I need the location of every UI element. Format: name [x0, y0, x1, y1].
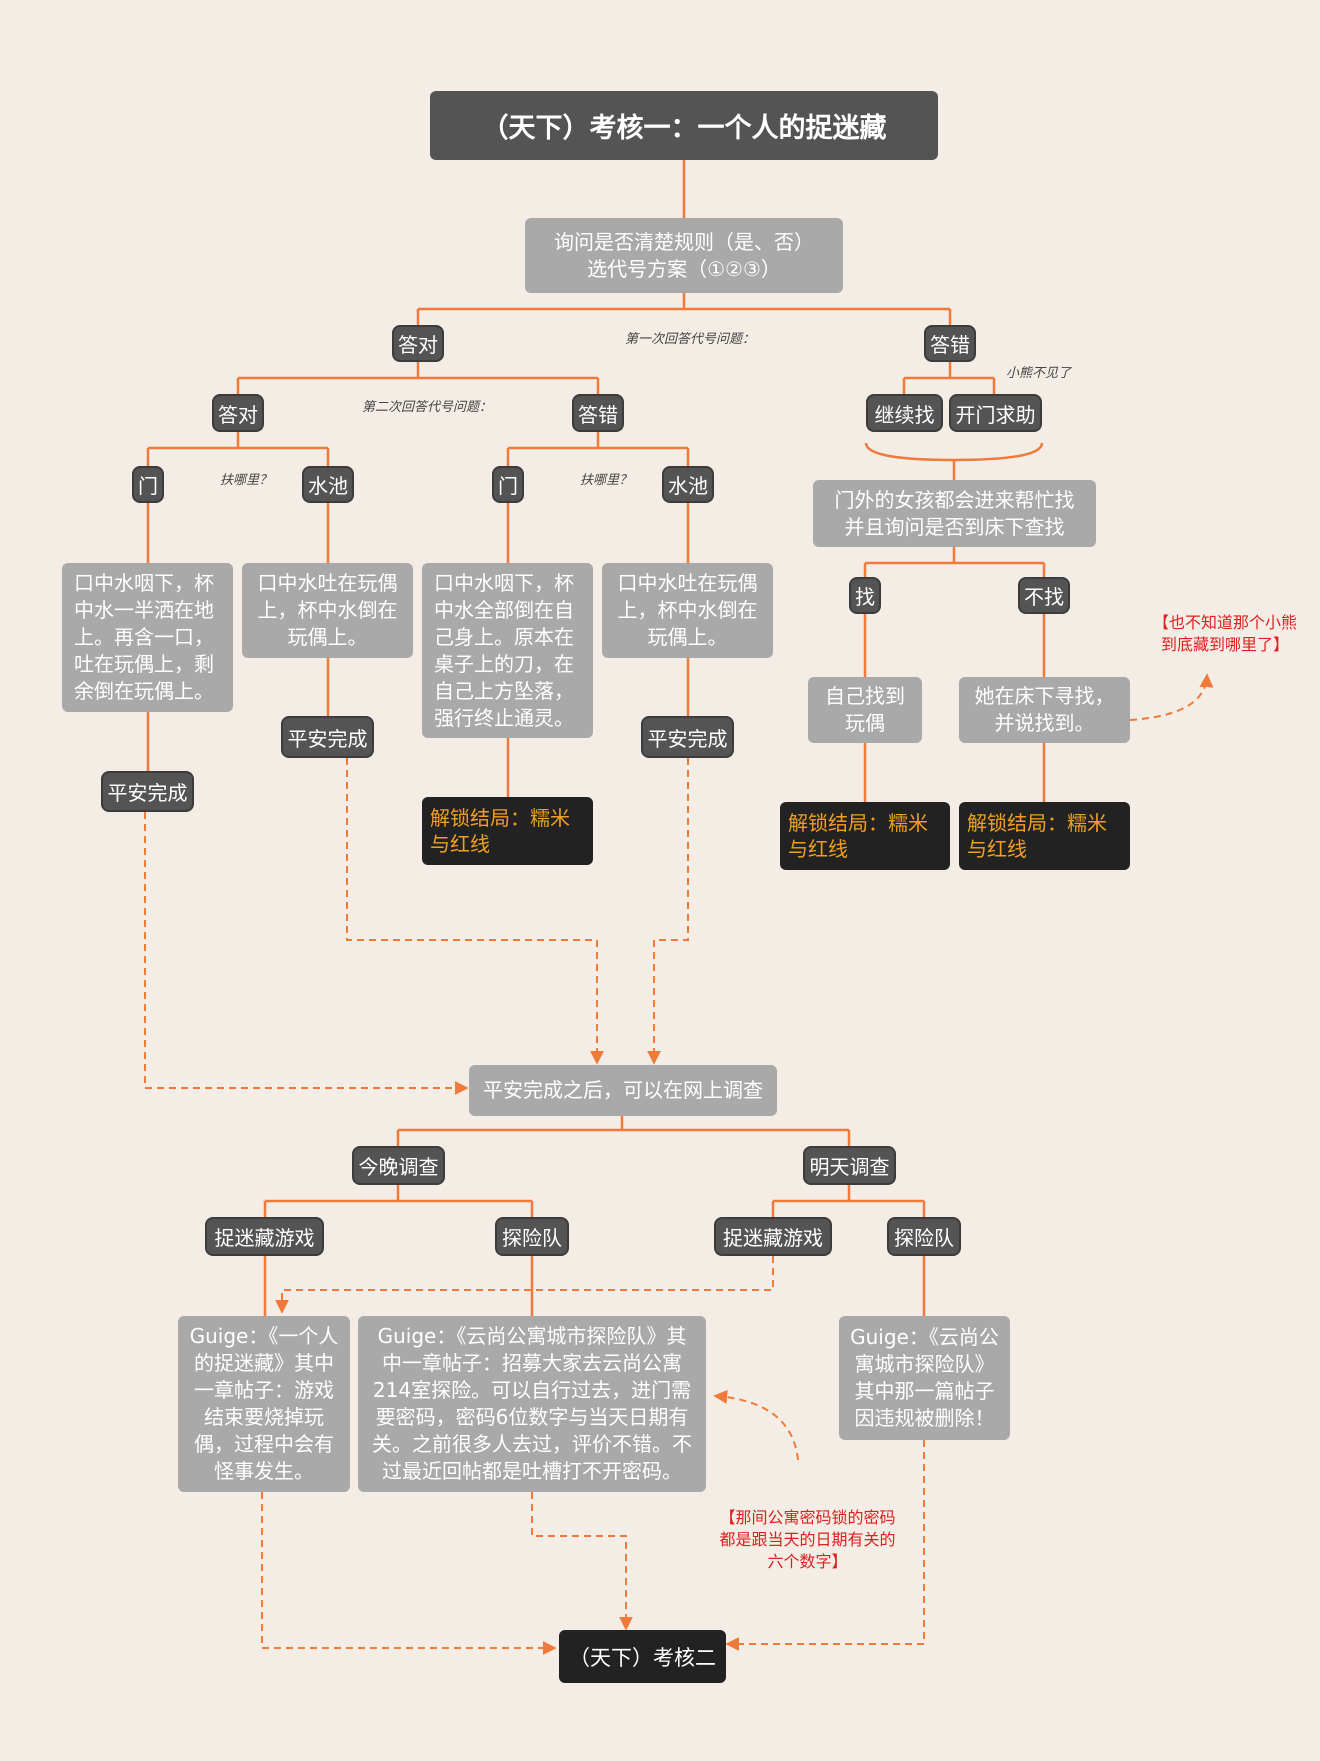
guide-post-node-1: Guige：《一个人的捉迷藏》其中一章帖子：游戏结束要烧掉玩偶，过程中会有怪事发… [178, 1316, 350, 1492]
first-answer-note: 第一次回答代号问题： [625, 332, 756, 347]
page-title: （天下）考核一：一个人的捉迷藏 [430, 91, 938, 160]
search-node: 找 [849, 577, 881, 614]
explore-team-node-2: 探险队 [887, 1217, 961, 1256]
unlock-ending-node-1: 解锁结局：糯米与红线 [422, 797, 593, 865]
bear-hidden-remark: 【也不知道那个小熊 到底藏到哪里了】 [1152, 613, 1297, 654]
second-answer-note: 第二次回答代号问题： [362, 400, 493, 415]
door-node-1: 门 [132, 466, 164, 503]
unlock-ending-node-2: 解锁结局：糯米与红线 [780, 802, 950, 870]
bear-missing-note: 小熊不见了 [1006, 366, 1072, 381]
hide-seek-game-node-1: 捉迷藏游戏 [205, 1217, 324, 1256]
guide-post-node-3: Guige：《云尚公寓城市探险队》其中那一篇帖子因违规被删除！ [839, 1316, 1010, 1440]
safe-complete-node-1: 平安完成 [101, 771, 194, 812]
answer1-right-node: 答对 [392, 325, 444, 362]
answer2-right-node: 答对 [212, 394, 264, 432]
final-assessment-node: （天下）考核二 [559, 1630, 726, 1683]
hide-seek-game-node-2: 捉迷藏游戏 [714, 1217, 832, 1256]
safe-complete-node-2: 平安完成 [281, 716, 374, 758]
explore-team-node-1: 探险队 [495, 1217, 569, 1256]
answer1-wrong-node: 答错 [924, 325, 976, 362]
safe-complete-node-3: 平安完成 [641, 716, 734, 758]
where-note-1: 扶哪里？ [220, 473, 273, 488]
she-found-node: 她在床下寻找， 并说找到。 [959, 677, 1130, 743]
after-safe-node: 平安完成之后，可以在网上调查 [469, 1065, 777, 1116]
ask-rules-node: 询问是否清楚规则（是、否） 选代号方案（①②③） [525, 218, 843, 293]
password-hint-remark: 【那间公寓密码锁的密码 都是跟当天的日期有关的 六个数字】 [719, 1508, 896, 1571]
where-note-2: 扶哪里？ [580, 473, 633, 488]
unlock-ending-node-3: 解锁结局：糯米与红线 [959, 802, 1130, 870]
outcome-pool-1-node: 口中水吐在玩偶上，杯中水倒在玩偶上。 [242, 563, 413, 658]
door-node-2: 门 [492, 466, 524, 503]
investigate-tomorrow-node: 明天调查 [803, 1146, 896, 1185]
answer2-wrong-node: 答错 [572, 394, 624, 432]
investigate-tonight-node: 今晚调查 [352, 1146, 445, 1185]
outcome-door-2-node: 口中水咽下，杯中水全部倒在自己身上。原本在桌子上的刀，在自己上方坠落，强行终止通… [422, 563, 593, 738]
found-self-node: 自己找到 玩偶 [808, 677, 922, 743]
keep-search-node: 继续找 [866, 394, 943, 432]
pool-node-1: 水池 [302, 466, 354, 503]
girl-help-node: 门外的女孩都会进来帮忙找 并且询问是否到床下查找 [813, 480, 1096, 547]
outcome-pool-2-node: 口中水吐在玩偶上，杯中水倒在玩偶上。 [602, 563, 773, 658]
outcome-door-1-node: 口中水咽下，杯中水一半洒在地上。再含一口，吐在玩偶上，剩余倒在玩偶上。 [62, 563, 233, 712]
open-door-help-node: 开门求助 [949, 394, 1042, 432]
guide-post-node-2: Guige：《云尚公寓城市探险队》其中一章帖子：招募大家去云尚公寓214室探险。… [358, 1316, 706, 1492]
pool-node-2: 水池 [662, 466, 714, 503]
no-search-node: 不找 [1018, 577, 1070, 614]
